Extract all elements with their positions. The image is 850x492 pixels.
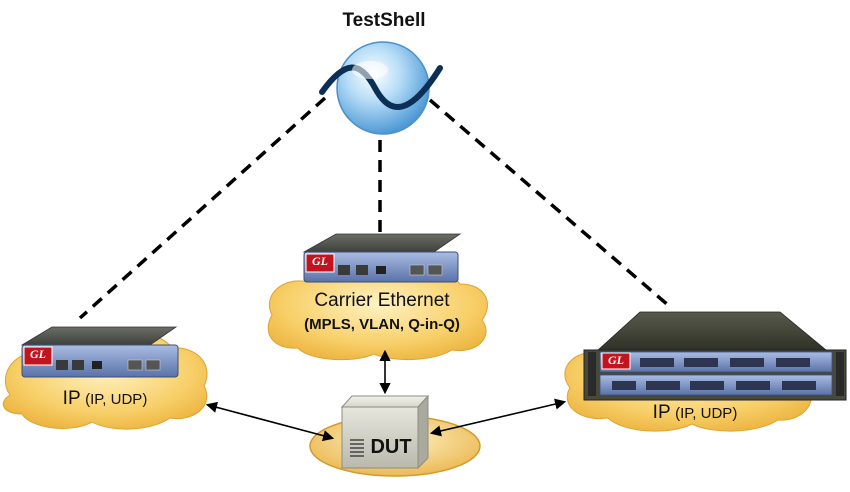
- center-node-label: Carrier Ethernet (MPLS, VLAN, Q-in-Q): [272, 290, 492, 333]
- right-logo: GL: [602, 353, 630, 368]
- right-node-sub: (IP, UDP): [675, 405, 738, 422]
- right-logo-text: GL: [608, 353, 624, 367]
- testshell-globe-icon: [319, 41, 443, 135]
- center-node-sub: (MPLS, VLAN, Q-in-Q): [304, 316, 460, 333]
- left-logo-text: GL: [30, 347, 46, 361]
- link-globe-left: [78, 96, 327, 320]
- dut-box: [340, 394, 430, 470]
- page-title: TestShell: [342, 10, 426, 31]
- left-logo: GL: [24, 347, 52, 362]
- arrow-dut-left: [205, 401, 335, 442]
- right-gl-chassis: [583, 311, 847, 401]
- left-node-sub: (IP, UDP): [85, 391, 148, 408]
- center-gl-device: [302, 233, 462, 283]
- link-globe-right: [428, 98, 670, 307]
- left-gl-device: [20, 326, 179, 378]
- center-node-main: Carrier Ethernet: [314, 290, 450, 311]
- center-logo: GL: [306, 254, 334, 269]
- center-logo-text: GL: [312, 254, 328, 268]
- left-node-label: IP (IP, UDP): [40, 388, 170, 410]
- right-node-label: IP (IP, UDP): [620, 402, 770, 424]
- dut-label: DUT: [370, 436, 412, 458]
- vent-icon: [350, 439, 364, 457]
- arrow-dut-right: [429, 398, 567, 437]
- left-node-main: IP: [62, 388, 81, 409]
- right-node-main: IP: [652, 402, 671, 423]
